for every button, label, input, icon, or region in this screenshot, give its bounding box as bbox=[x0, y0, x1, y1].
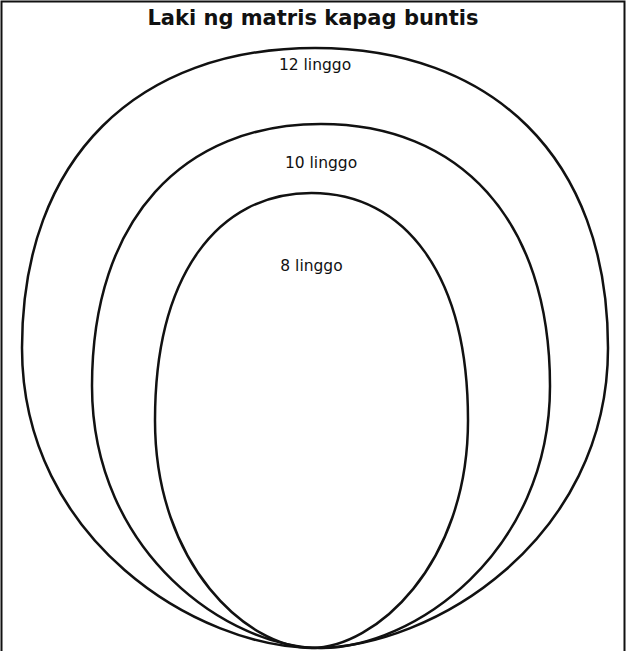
oval-outline bbox=[92, 124, 550, 648]
week-label: 10 linggo bbox=[92, 154, 550, 172]
week-label: 8 linggo bbox=[155, 257, 468, 275]
diagram-title: Laki ng matris kapag buntis bbox=[0, 6, 626, 30]
week-label: 12 linggo bbox=[22, 56, 608, 74]
oval-shape bbox=[92, 124, 550, 648]
oval-outline bbox=[155, 193, 468, 648]
oval-shape bbox=[22, 48, 608, 648]
uterus-outline: 12 linggo 10 linggo 8 linggo bbox=[22, 48, 608, 648]
uterus-outline: 10 linggo 8 linggo bbox=[92, 124, 550, 648]
uterus-outline: 8 linggo bbox=[155, 193, 468, 648]
oval-outline bbox=[22, 48, 608, 648]
